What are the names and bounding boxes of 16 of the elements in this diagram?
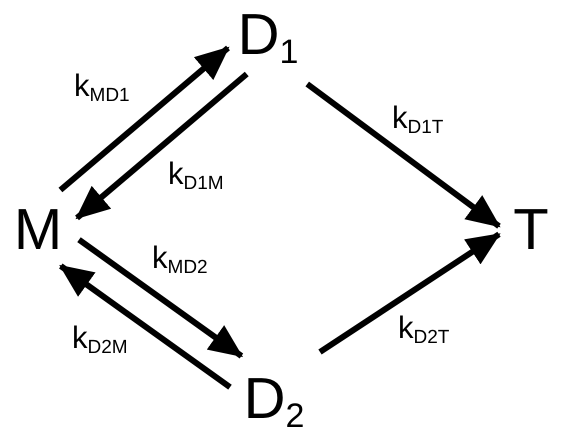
arrow — [58, 46, 230, 192]
edge-label: k$_{MD2}$ — [152, 242, 208, 273]
arrow — [77, 237, 244, 358]
edge-label: k$_{D2M}$ — [72, 322, 128, 353]
state-label: M — [14, 201, 62, 259]
state-label: T — [513, 201, 549, 259]
edge-label: k$_{MD1}$ — [74, 70, 130, 101]
edge-label: k$_{D2T}$ — [398, 312, 450, 343]
state-label: D$_{2}$ — [244, 370, 304, 428]
edge-label: k$_{D1M}$ — [168, 158, 224, 189]
state-label: D$_{1}$ — [238, 6, 298, 64]
arrow — [59, 264, 232, 390]
arrow — [318, 232, 501, 354]
arrow — [75, 72, 249, 220]
edge-label: k$_{D1T}$ — [392, 102, 444, 133]
arrow — [305, 82, 501, 229]
